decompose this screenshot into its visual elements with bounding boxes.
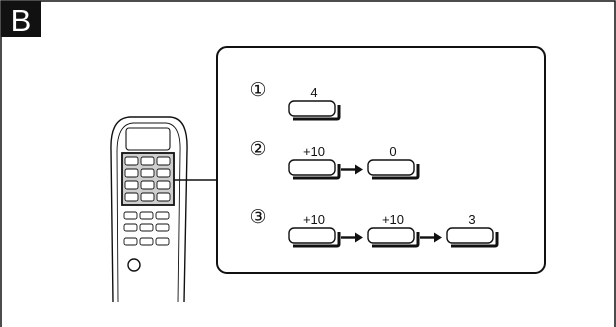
remote-keypad-key (140, 156, 155, 166)
key-button-body (288, 159, 336, 176)
remote-body-inner (116, 122, 181, 303)
remote-lower-key (139, 211, 154, 220)
step-number: ① (249, 79, 266, 101)
key-button-body (367, 227, 415, 244)
remote-keypad-key (124, 168, 139, 178)
remote-lower-key (139, 237, 154, 246)
key-button: 3 (446, 212, 499, 248)
remote-body-outer (110, 116, 188, 303)
step-number: ② (249, 138, 266, 160)
arrow-head (355, 232, 363, 243)
remote-keypad-key (156, 168, 171, 178)
key-button-body (367, 159, 415, 176)
remote-lower-key (155, 237, 170, 246)
remote-keypad-key (124, 192, 139, 202)
remote-keypad-key (124, 180, 139, 190)
arrow-head (434, 232, 442, 243)
key-button: +10 (367, 212, 420, 248)
key-button-body (446, 227, 494, 244)
key-button-shadow (293, 232, 341, 248)
key-button-shadow (451, 232, 499, 248)
remote-lower-keys (123, 211, 170, 246)
panel-label-badge: B (1, 1, 41, 38)
arrow-head (355, 164, 363, 175)
key-button-shadow (372, 232, 420, 248)
key-button-body (288, 227, 336, 244)
key-button-shadow (293, 164, 341, 180)
remote-display-window (125, 127, 171, 151)
key-button: 0 (367, 144, 420, 180)
key-button: +10 (288, 144, 341, 180)
remote-keypad-key (124, 156, 139, 166)
panel-label-badge-bg (1, 1, 41, 37)
remote-lower-key (155, 223, 170, 232)
remote-keypad-key (156, 192, 171, 202)
key-button-label: +10 (382, 212, 404, 227)
remote-control-icon (110, 116, 217, 303)
instruction-step: ② +10 0 (249, 138, 420, 180)
remote-lower-key (155, 211, 170, 220)
remote-keypad-key (156, 180, 171, 190)
remote-keypad-keys (124, 156, 171, 202)
key-button-body (288, 100, 336, 117)
key-button: 4 (288, 85, 341, 121)
remote-keypad-key (156, 156, 171, 166)
remote-keypad-key (140, 192, 155, 202)
remote-lower-key (123, 237, 138, 246)
key-button-shadow (293, 105, 341, 121)
arrow-right-icon (341, 164, 363, 175)
key-button-label: 4 (310, 85, 317, 100)
key-button-label: +10 (303, 144, 325, 159)
instruction-step: ③ +10 +10 3 (249, 206, 499, 248)
key-button-label: 3 (468, 212, 475, 227)
remote-lower-key (123, 223, 138, 232)
arrow-right-icon (341, 232, 363, 243)
step-number: ③ (249, 206, 266, 228)
remote-round-button (127, 258, 141, 272)
remote-lower-key (139, 223, 154, 232)
remote-keypad-key (140, 168, 155, 178)
key-button-shadow (372, 164, 420, 180)
key-button: +10 (288, 212, 341, 248)
arrow-right-icon (420, 232, 442, 243)
key-button-label: +10 (303, 212, 325, 227)
key-button-label: 0 (389, 144, 396, 159)
panel-label-text: B (11, 3, 32, 38)
remote-lower-key (123, 211, 138, 220)
remote-keypad-key (140, 180, 155, 190)
